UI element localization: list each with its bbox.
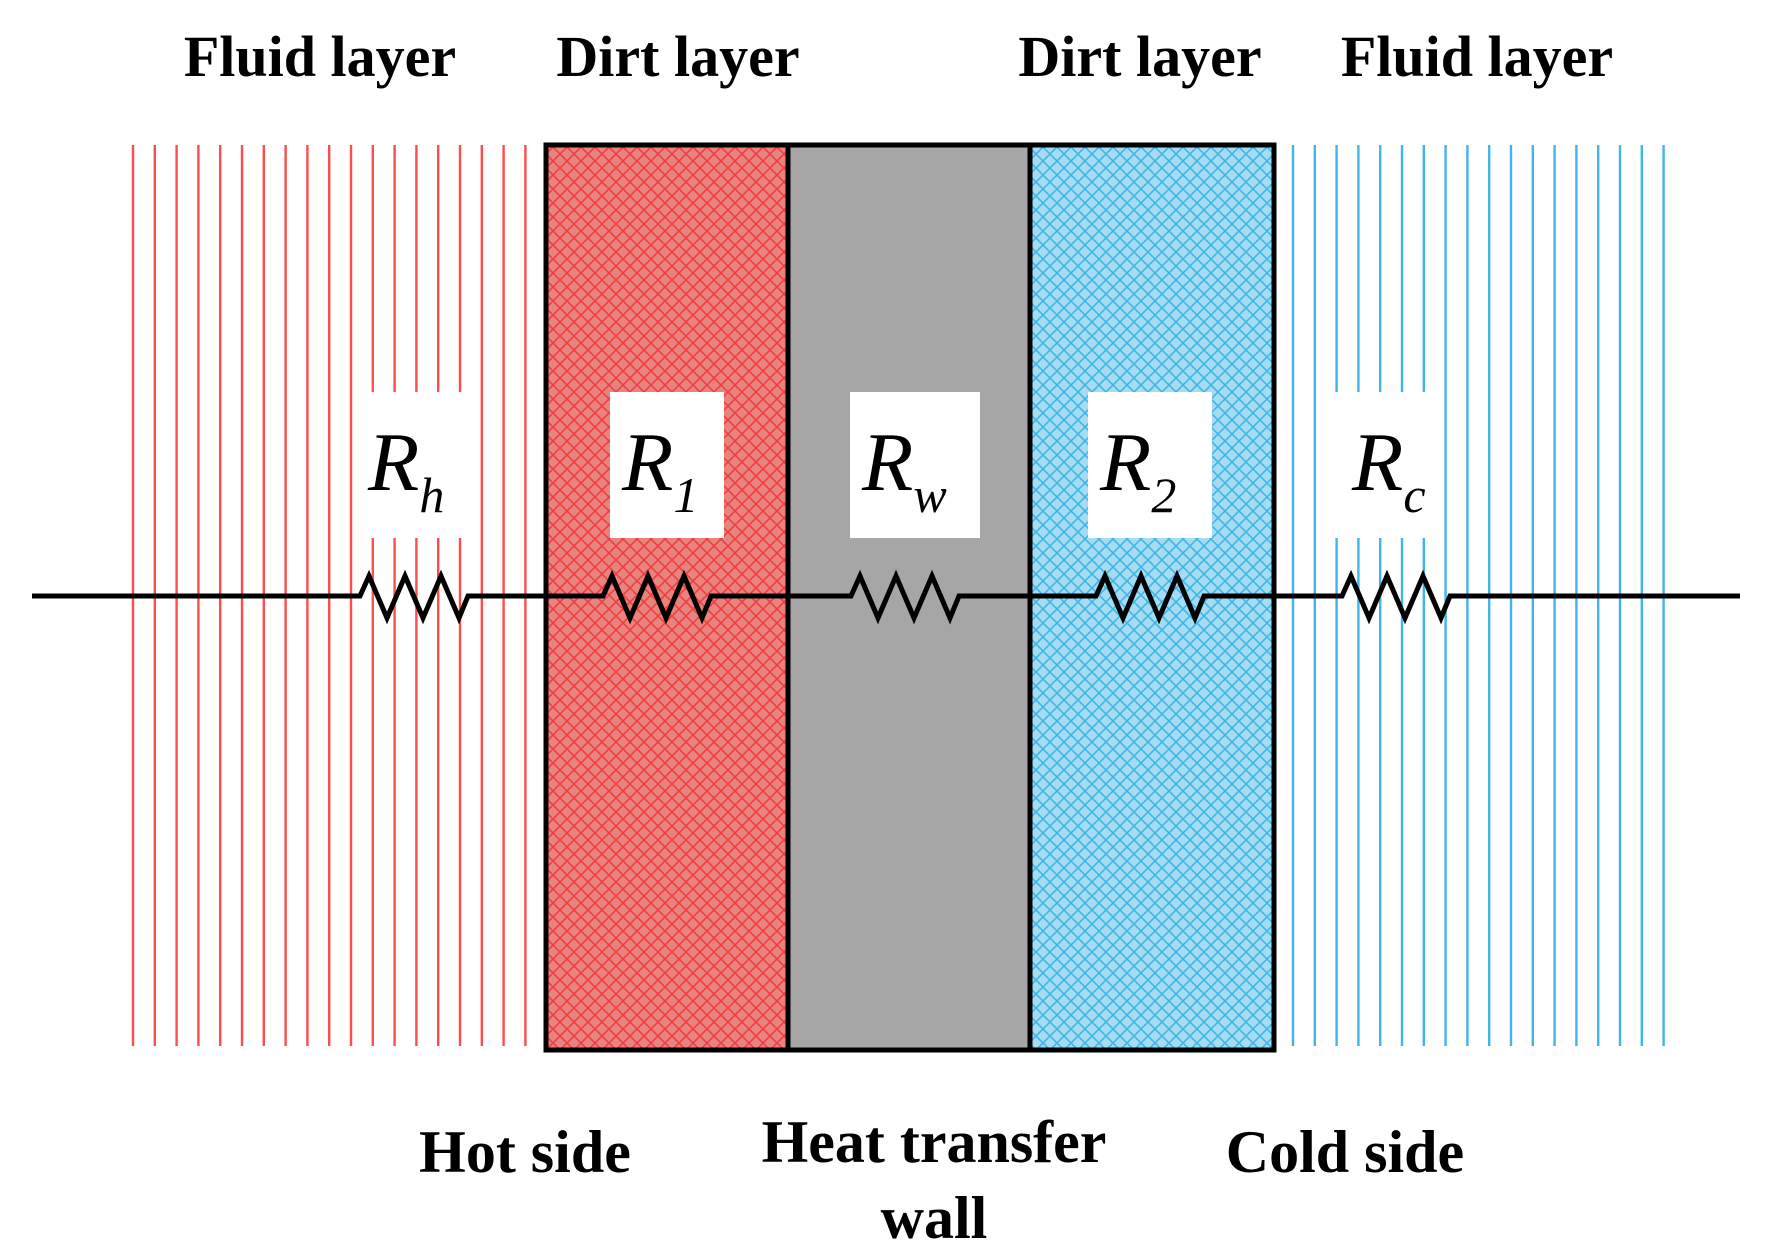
- resistance-label-hot-dirt: R1: [610, 392, 724, 538]
- resistance-label-hot-fluid: Rh: [360, 392, 472, 538]
- svg-text:Rc: Rc: [1351, 416, 1426, 523]
- cold-side-label: Cold side: [1226, 1119, 1464, 1185]
- heat-transfer-wall-label-line1: Heat transfer: [762, 1109, 1107, 1175]
- resistance-label-wall: Rw: [850, 392, 980, 538]
- svg-text:R2: R2: [1099, 416, 1176, 523]
- resistance-label-cold-dirt: R2: [1088, 392, 1212, 538]
- hot-dirt-layer-title: Dirt layer: [556, 24, 799, 89]
- resistance-label-cold-fluid: Rc: [1325, 392, 1443, 538]
- resistor-circuit-line: [32, 569, 1740, 625]
- hot-side-label: Hot side: [419, 1119, 631, 1185]
- svg-text:Rw: Rw: [861, 416, 947, 523]
- svg-text:R1: R1: [621, 416, 698, 523]
- svg-text:Rh: Rh: [367, 416, 444, 523]
- cold-dirt-layer-title: Dirt layer: [1018, 24, 1261, 89]
- cold-fluid-layer-title: Fluid layer: [1341, 24, 1613, 89]
- hot-fluid-layer-title: Fluid layer: [184, 24, 456, 89]
- heat-transfer-wall-label-line2: wall: [881, 1185, 988, 1251]
